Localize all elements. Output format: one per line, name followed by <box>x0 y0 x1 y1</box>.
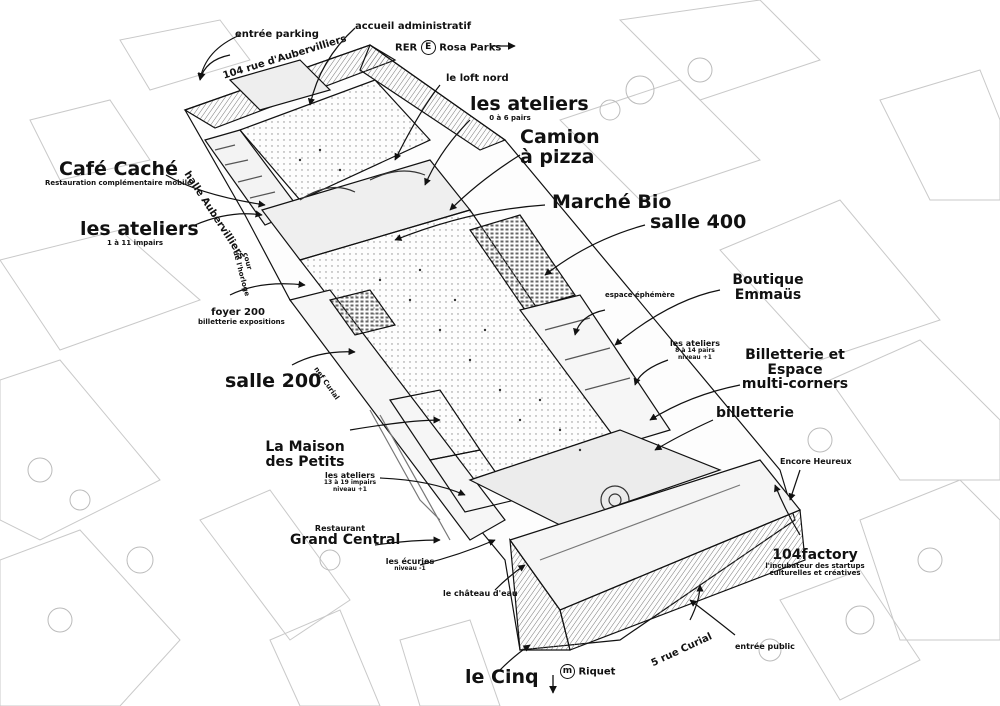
label-le-cinq: le Cinq <box>465 666 539 688</box>
factory-title: 104factory <box>772 547 858 563</box>
boutique-emmaus-line2: Emmaüs <box>734 286 802 303</box>
rer-line-icon: E <box>420 40 436 55</box>
foyer-200-title: foyer 200 <box>211 307 265 318</box>
cafe-cache-title: Café Caché <box>59 158 178 180</box>
ateliers-1-11-sub: 1 à 11 impairs <box>106 238 164 247</box>
label-ateliers-0-6: les ateliers 0 à 6 pairs <box>470 93 589 122</box>
ateliers-8-14-sub2: niveau +1 <box>678 353 712 361</box>
label-salle-400: salle 400 <box>650 211 747 233</box>
maison-petits-line2: des Petits <box>265 453 345 470</box>
metro-riquet: m Riquet <box>560 664 615 679</box>
label-billetterie-espace: Billetterie et Espace multi-corners <box>740 348 850 392</box>
foyer-200-sub: billetterie expositions <box>198 317 285 326</box>
restaurant-label: Restaurant <box>314 524 366 533</box>
leader-lines <box>165 27 801 671</box>
trees <box>27 57 943 662</box>
label-encore-heureux: Encore Heureux <box>780 457 852 466</box>
label-ateliers-13-19: les ateliers 13 à 19 impairs niveau +1 <box>310 471 390 493</box>
ecuries-title: les écuries <box>385 557 435 566</box>
direction-arrows <box>197 42 557 694</box>
billetterie-espace-line2: Espace <box>767 361 823 378</box>
label-ateliers-1-11: les ateliers 1 à 11 impairs <box>80 218 199 247</box>
label-riquet: Riquet <box>578 666 616 678</box>
cafe-cache-sub: Restauration complémentaire mobile <box>45 178 192 187</box>
label-ateliers-8-14: les ateliers 8 à 14 pairs niveau +1 <box>665 339 725 361</box>
ateliers-13-19-sub2: niveau +1 <box>333 485 367 493</box>
ateliers-13-19-sub1: 13 à 19 impairs <box>323 479 377 487</box>
ecuries-sub: niveau -1 <box>394 565 426 573</box>
label-billetterie: billetterie <box>716 405 794 421</box>
ateliers-13-19-title: les ateliers <box>325 471 375 480</box>
label-boutique-emmaus: Boutique Emmaüs <box>728 273 808 302</box>
boutique-emmaus-line1: Boutique <box>732 272 804 288</box>
billetterie-espace-line3: multi-corners <box>741 376 849 393</box>
label-foyer-200: foyer 200 billetterie expositions <box>198 307 285 326</box>
label-rer: RER <box>395 42 418 54</box>
label-rosa-parks: Rosa Parks <box>439 42 502 54</box>
factory-sub1: l'incubateur des startups <box>765 561 865 570</box>
label-cafe-cache: Café Caché Restauration complémentaire m… <box>45 158 192 187</box>
le-104-building <box>183 44 806 651</box>
label-espace-ephemere: espace éphémère <box>605 291 675 299</box>
ateliers-8-14-sub1: 8 à 14 pairs <box>675 347 715 355</box>
ateliers-0-6-sub: 0 à 6 pairs <box>489 113 531 122</box>
metro-line-icon: m <box>560 664 575 679</box>
ateliers-1-11-title: les ateliers <box>80 218 199 240</box>
billetterie-espace-line1: Billetterie et <box>745 347 845 363</box>
label-maison-des-petits: La Maison des Petits <box>260 440 350 469</box>
maison-petits-line1: La Maison <box>265 439 345 455</box>
label-marche-bio: Marché Bio <box>552 191 672 213</box>
label-ecuries: les écuries niveau -1 <box>380 557 440 573</box>
visitors <box>298 148 582 452</box>
camion-pizza-line2: à pizza <box>520 145 595 168</box>
label-loft-nord: le loft nord <box>446 73 509 84</box>
label-chateau-eau: le château d'eau <box>443 589 518 598</box>
grand-central-title: Grand Central <box>290 532 401 549</box>
ateliers-0-6-title: les ateliers <box>470 93 589 115</box>
label-104factory: 104factory l'incubateur des startups cul… <box>755 548 875 577</box>
label-camion-pizza: Camion à pizza <box>520 126 600 168</box>
label-entree-parking: entrée parking <box>235 29 319 40</box>
camion-pizza-line1: Camion <box>520 126 600 148</box>
label-grand-central: Restaurant Grand Central <box>290 524 401 549</box>
rer-rosa-parks: RER E Rosa Parks <box>395 40 501 55</box>
label-entree-public: entrée public <box>735 642 795 651</box>
label-accueil-administratif: accueil administratif <box>355 21 472 32</box>
factory-sub2: culturelles et créatives <box>769 569 861 578</box>
label-salle-200: salle 200 <box>225 370 322 392</box>
ateliers-8-14-title: les ateliers <box>670 339 720 348</box>
